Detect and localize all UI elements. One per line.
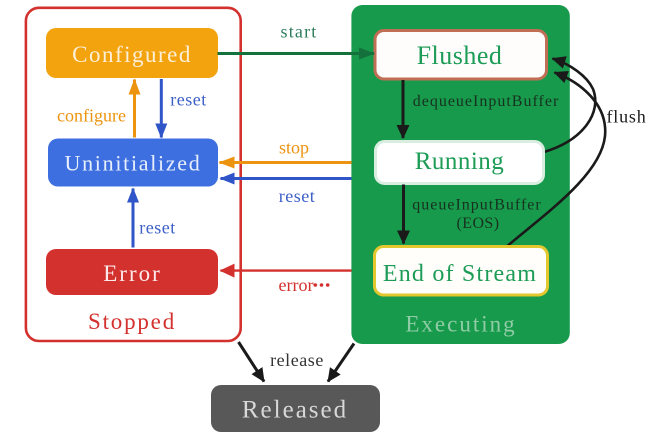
svg-text:(EOS): (EOS) — [457, 215, 500, 232]
svg-text:dequeueInputBuffer: dequeueInputBuffer — [413, 93, 560, 110]
svg-text:reset: reset — [170, 90, 206, 110]
svg-text:Error: Error — [103, 261, 162, 286]
svg-text:start: start — [281, 22, 318, 42]
svg-text:Flushed: Flushed — [417, 41, 503, 70]
svg-text:Executing: Executing — [405, 312, 516, 337]
svg-text:Stopped: Stopped — [88, 309, 176, 334]
svg-text:Uninitialized: Uninitialized — [65, 151, 202, 176]
svg-text:Released: Released — [242, 397, 348, 424]
svg-text:Running: Running — [415, 148, 505, 175]
svg-text:Configured: Configured — [72, 42, 192, 67]
svg-text:queueInputBuffer: queueInputBuffer — [412, 197, 541, 214]
svg-text:release: release — [270, 350, 324, 370]
svg-text:reset: reset — [279, 186, 315, 206]
svg-text:flush: flush — [607, 107, 647, 127]
svg-text:reset: reset — [139, 218, 175, 238]
svg-text:End of Stream: End of Stream — [383, 261, 537, 287]
svg-text:configure: configure — [57, 106, 126, 126]
svg-text:error: error — [279, 275, 314, 295]
svg-text:stop: stop — [279, 138, 309, 158]
